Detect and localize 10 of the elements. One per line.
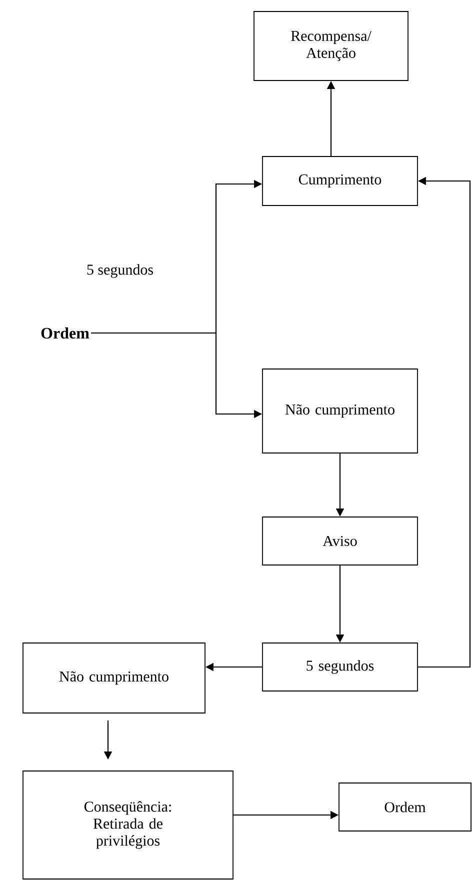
delay-label: 5 segundos	[87, 264, 153, 278]
process-box: Ordem	[338, 782, 472, 832]
start-label: Ordem	[41, 327, 90, 339]
process-box: Conseqüência: Retirada de privilégios	[22, 770, 234, 880]
process-box: 5 segundos	[262, 642, 418, 692]
process-box: Aviso	[262, 516, 418, 566]
process-box: Não cumprimento	[22, 642, 206, 714]
process-box: Recompensa/ Atenção	[254, 11, 408, 81]
process-box: Cumprimento	[262, 156, 418, 206]
process-box: Não cumprimento	[262, 368, 418, 454]
